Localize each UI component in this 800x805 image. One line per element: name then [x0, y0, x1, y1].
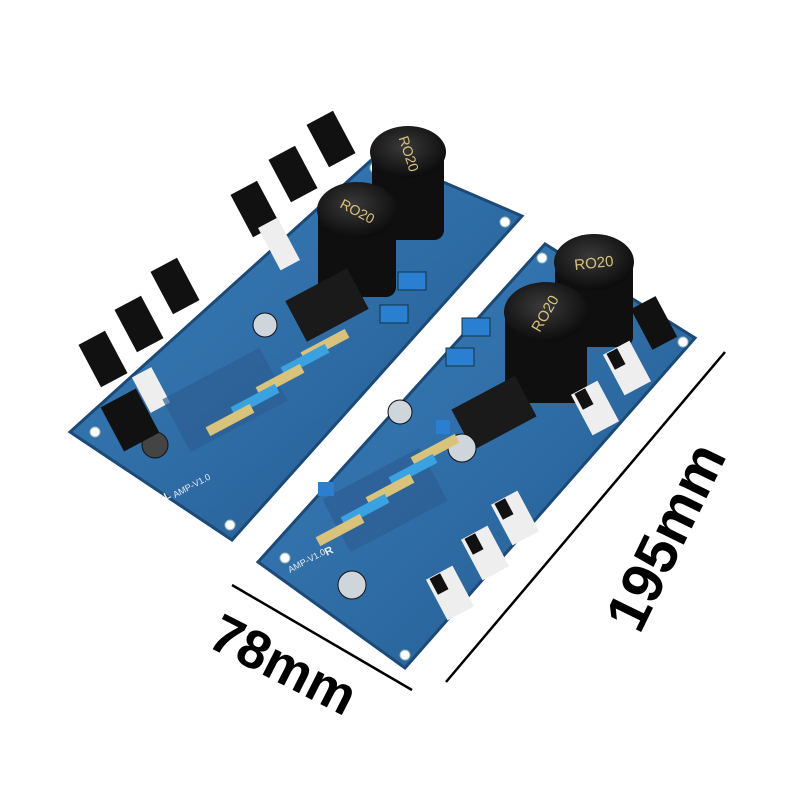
left-terminal-block-2: [379, 304, 409, 324]
right-capacitor-2: RO20: [504, 282, 588, 403]
right-transistors: [425, 296, 678, 621]
left-rectifier-block: [285, 268, 369, 342]
right-rectifier-block: [451, 375, 537, 451]
left-small-components: [100, 312, 350, 459]
right-terminal-block-2: [445, 347, 475, 367]
left-transistors-top: [230, 110, 356, 271]
right-cap-1-label: RO20: [574, 253, 615, 274]
left-channel-label: L: [162, 490, 173, 503]
width-dimension-line: [231, 583, 413, 692]
left-amplifier-board: RO20 RO20: [67, 110, 525, 542]
right-amplifier-board: RO20 RO20: [255, 234, 698, 671]
length-dimension-line: [445, 351, 726, 683]
left-terminal-block-1: [397, 271, 427, 291]
right-small-components: [315, 399, 477, 600]
left-transistors-bottom: [78, 257, 200, 413]
right-terminal-block-1: [461, 317, 491, 337]
